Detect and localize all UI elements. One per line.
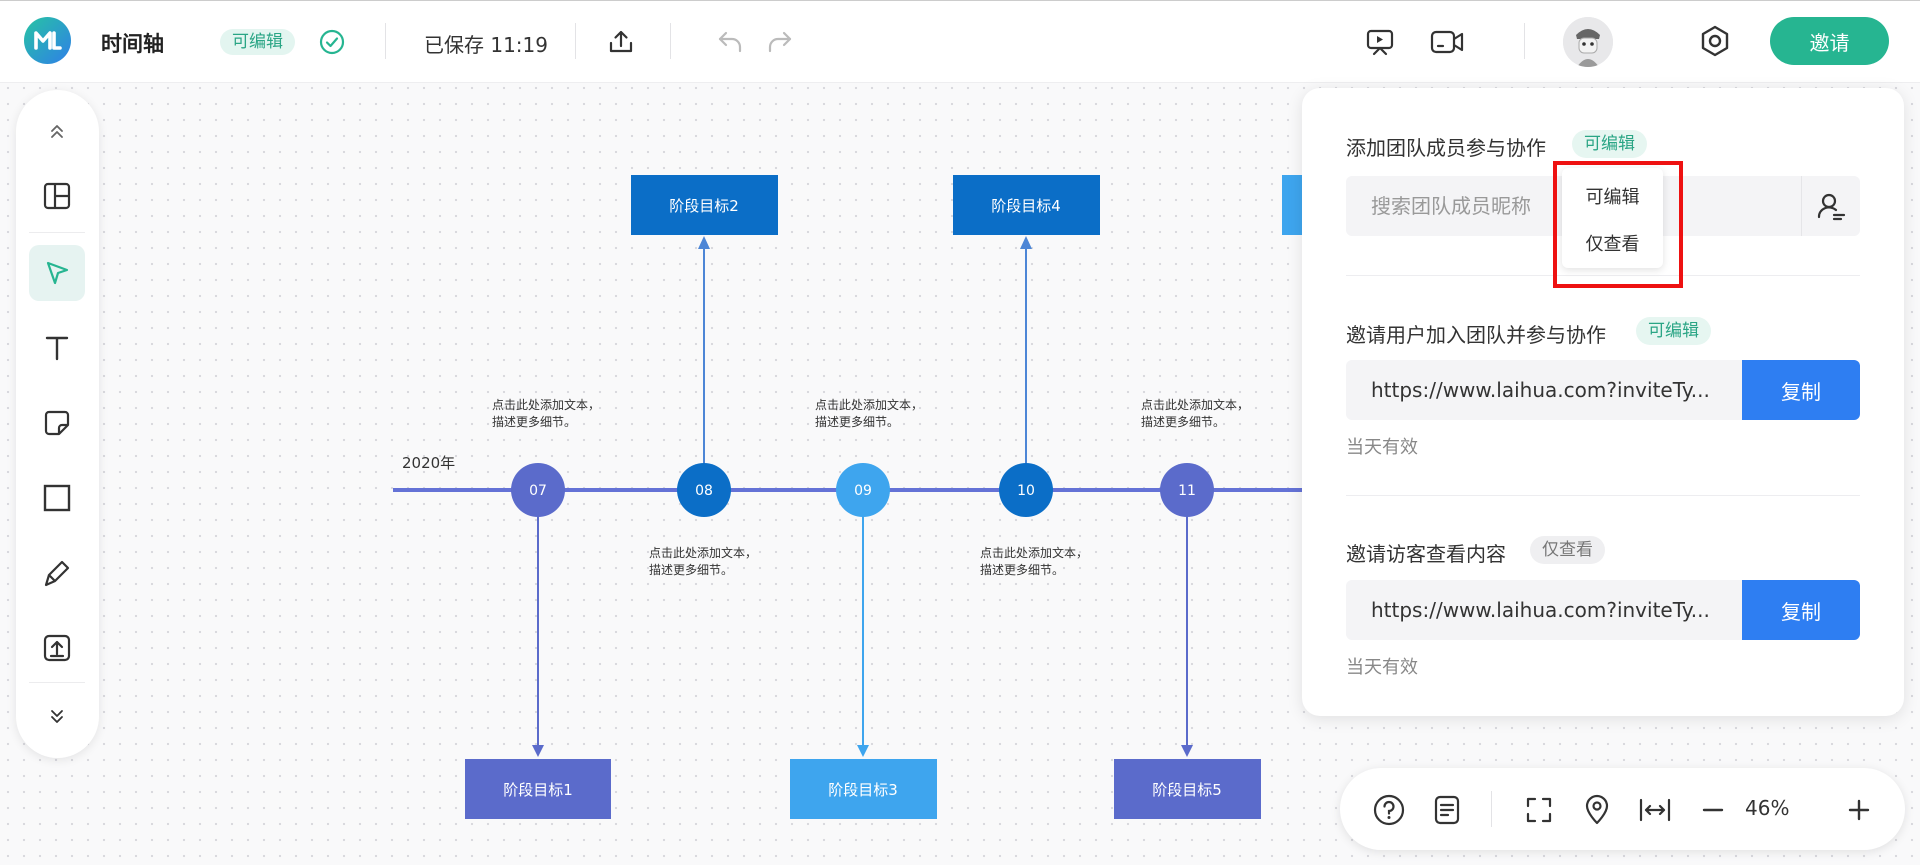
divider — [670, 23, 671, 59]
video-record-icon[interactable] — [1429, 25, 1465, 59]
user-invite-link[interactable]: https://www.laihua.com?inviteTy... — [1346, 360, 1742, 420]
guest-permission-selector[interactable]: 仅查看 — [1530, 536, 1605, 564]
pen-icon[interactable] — [29, 545, 85, 601]
guest-invite-link[interactable]: https://www.laihua.com?inviteTy... — [1346, 580, 1742, 640]
goal-label: 阶段目标5 — [1152, 781, 1222, 799]
bottom-bar: 46% — [1340, 768, 1905, 850]
divider — [1346, 275, 1860, 276]
goal-box-2[interactable]: 阶段目标2 — [631, 175, 778, 235]
team-permission-selector[interactable]: 可编辑 — [1572, 130, 1647, 158]
guest-link-validity: 当天有效 — [1346, 657, 1418, 678]
description-text[interactable]: 点击此处添加文本， — [492, 397, 600, 412]
node-label: 09 — [854, 483, 872, 499]
description-text[interactable]: 描述更多细节。 — [1141, 415, 1225, 429]
node-label: 10 — [1017, 483, 1035, 499]
notes-icon[interactable] — [1430, 793, 1464, 827]
team-section-title: 添加团队成员参与协作 — [1346, 136, 1546, 160]
description-text[interactable]: 点击此处添加文本， — [815, 397, 923, 412]
settings-icon[interactable] — [1697, 23, 1733, 59]
goal-label: 阶段目标4 — [991, 197, 1061, 215]
sync-check-icon — [318, 28, 346, 56]
node-label: 11 — [1178, 483, 1196, 499]
zoom-in-icon[interactable] — [1842, 793, 1876, 827]
timeline-node-10[interactable]: 10 — [999, 463, 1053, 517]
divider — [575, 23, 576, 59]
description-text[interactable]: 描述更多细节。 — [815, 415, 899, 429]
app-logo-icon[interactable] — [24, 17, 71, 64]
divider — [1346, 495, 1860, 496]
presentation-icon[interactable] — [1363, 25, 1397, 59]
description-text[interactable]: 点击此处添加文本， — [980, 545, 1088, 560]
document-title[interactable]: 时间轴 — [101, 32, 164, 56]
timeline-node-09[interactable]: 09 — [836, 463, 890, 517]
member-list-icon[interactable] — [1801, 176, 1860, 236]
sticky-note-icon[interactable] — [29, 395, 85, 451]
edit-status-badge: 可编辑 — [220, 29, 295, 55]
guest-invite-title: 邀请访客查看内容 — [1346, 542, 1506, 566]
copy-user-link-button[interactable]: 复制 — [1742, 360, 1860, 420]
divider — [1524, 23, 1525, 59]
fit-width-icon[interactable] — [1637, 793, 1673, 827]
invite-button[interactable]: 邀请 — [1770, 17, 1889, 65]
divider — [385, 23, 386, 59]
upload-icon[interactable] — [29, 620, 85, 676]
expand-down-icon[interactable] — [29, 689, 85, 745]
description-text[interactable]: 描述更多细节。 — [492, 415, 576, 429]
top-bar: 时间轴 可编辑 已保存 11:19 邀请 — [0, 0, 1920, 82]
redo-icon[interactable] — [765, 27, 795, 57]
copy-guest-link-button[interactable]: 复制 — [1742, 580, 1860, 640]
goal-box-1[interactable]: 阶段目标1 — [465, 759, 611, 819]
left-toolbar — [16, 90, 99, 758]
timeline-year-label[interactable]: 2020年 — [402, 454, 455, 472]
user-invite-permission-selector[interactable]: 可编辑 — [1636, 317, 1711, 345]
node-label: 07 — [529, 483, 547, 499]
goal-box-partial[interactable] — [1282, 175, 1304, 235]
node-label: 08 — [695, 483, 713, 499]
description-text[interactable]: 点击此处添加文本， — [1141, 397, 1249, 412]
goal-box-4[interactable]: 阶段目标4 — [953, 175, 1100, 235]
zoom-out-icon[interactable] — [1696, 793, 1730, 827]
user-link-validity: 当天有效 — [1346, 437, 1418, 458]
help-icon[interactable] — [1372, 793, 1406, 827]
cursor-icon[interactable] — [29, 245, 85, 301]
connectors — [532, 236, 1193, 757]
goal-box-5[interactable]: 阶段目标5 — [1114, 759, 1261, 819]
text-icon[interactable] — [29, 320, 85, 376]
user-avatar[interactable] — [1563, 17, 1613, 67]
layout-icon[interactable] — [29, 168, 85, 224]
permission-dropdown: 可编辑 仅查看 — [1562, 168, 1663, 268]
goal-label: 阶段目标3 — [828, 781, 898, 799]
divider — [29, 232, 85, 233]
zoom-level[interactable]: 46% — [1745, 796, 1790, 820]
collapse-up-icon[interactable] — [29, 103, 85, 159]
timeline-node-08[interactable]: 08 — [677, 463, 731, 517]
saved-status: 已保存 11:19 — [424, 33, 548, 57]
location-icon[interactable] — [1580, 793, 1614, 827]
highlight-box — [1553, 161, 1683, 288]
fullscreen-icon[interactable] — [1522, 793, 1556, 827]
rectangle-icon[interactable] — [29, 470, 85, 526]
export-icon[interactable] — [606, 27, 636, 57]
goal-box-3[interactable]: 阶段目标3 — [790, 759, 937, 819]
goal-label: 阶段目标2 — [669, 197, 739, 215]
option-editable[interactable]: 可编辑 — [1585, 187, 1640, 208]
option-view-only[interactable]: 仅查看 — [1585, 234, 1640, 255]
divider — [1491, 791, 1492, 827]
undo-icon[interactable] — [715, 27, 745, 57]
user-invite-title: 邀请用户加入团队并参与协作 — [1346, 323, 1606, 347]
divider — [29, 682, 85, 683]
timeline-node-07[interactable]: 07 — [511, 463, 565, 517]
goal-label: 阶段目标1 — [503, 781, 573, 799]
description-text[interactable]: 描述更多细节。 — [980, 563, 1064, 577]
description-text[interactable]: 描述更多细节。 — [649, 563, 733, 577]
description-text[interactable]: 点击此处添加文本， — [649, 545, 757, 560]
timeline-node-11[interactable]: 11 — [1160, 463, 1214, 517]
